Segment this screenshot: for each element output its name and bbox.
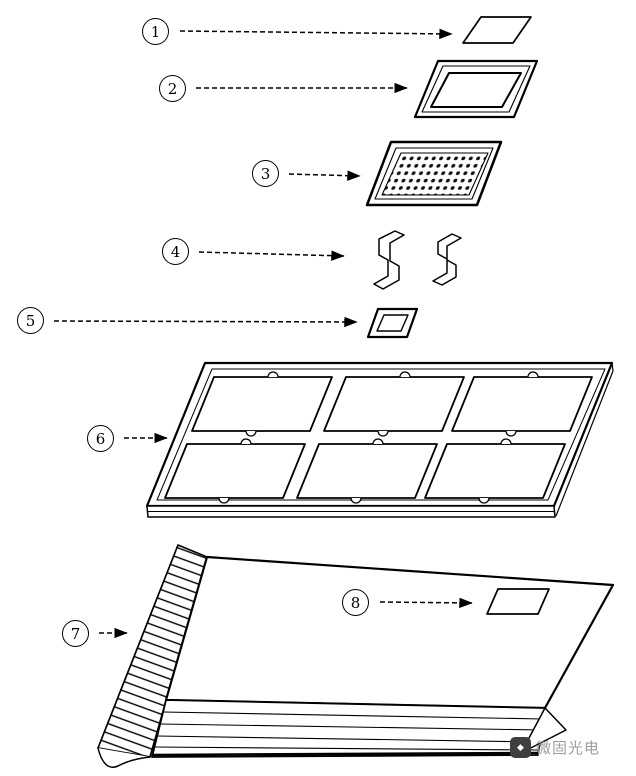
callout-number-4: 4 (170, 242, 181, 261)
callout-badge-8: 8 (342, 589, 369, 616)
callout-arrows (53, 28, 473, 639)
callout-number-7: 7 (70, 624, 81, 643)
callout-arrow-4 (198, 250, 345, 261)
callout-arrow-8 (379, 597, 473, 609)
part-3-perforated-plate (365, 140, 503, 207)
watermark: ◆ 微固光电 (510, 737, 600, 758)
clip-right (432, 233, 462, 286)
part-2-bezel-frame (413, 59, 539, 119)
callout-badge-4: 4 (162, 238, 189, 265)
callout-number-8: 8 (350, 593, 361, 612)
part-7-base-module (97, 544, 615, 768)
callout-badge-1: 1 (142, 18, 169, 45)
callout-arrow-3 (288, 170, 361, 181)
callout-arrow-5 (53, 316, 358, 328)
watermark-logo-icon: ◆ (510, 737, 531, 758)
callout-number-1: 1 (150, 22, 161, 41)
part-1-cover-sheet (462, 16, 532, 44)
folded-corner (520, 707, 567, 754)
watermark-logo-glyph: ◆ (517, 742, 524, 753)
callout-arrow-1 (179, 28, 453, 40)
part-6-cell-tray (145, 361, 614, 518)
callout-number-3: 3 (260, 164, 271, 183)
callout-badge-2: 2 (159, 75, 186, 102)
callout-badge-6: 6 (87, 425, 114, 452)
callout-badge-7: 7 (62, 620, 89, 647)
callout-number-2: 2 (167, 79, 178, 98)
part-5-gasket-frame (366, 307, 419, 339)
callout-badge-5: 5 (17, 307, 44, 334)
callout-badge-3: 3 (252, 160, 279, 187)
part-4-spring-clips (373, 230, 462, 290)
callout-number-6: 6 (95, 429, 106, 448)
part-8-label-plate (486, 588, 550, 615)
callout-number-5: 5 (25, 311, 36, 330)
clip-left (373, 230, 405, 290)
watermark-text: 微固光电 (536, 739, 601, 757)
